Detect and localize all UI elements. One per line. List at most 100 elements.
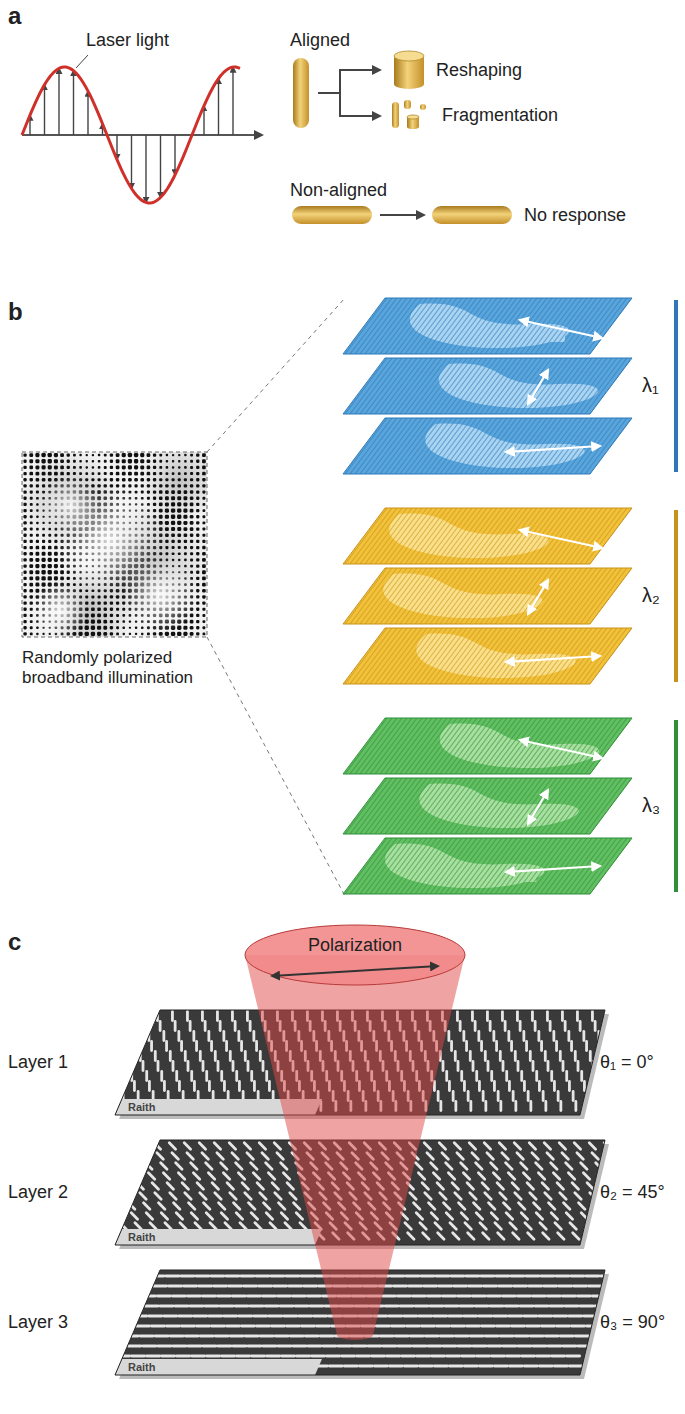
- image-dot: [110, 601, 113, 604]
- image-dot: [202, 472, 206, 476]
- image-dot: [42, 546, 46, 550]
- sem-nanorod: [231, 1012, 234, 1021]
- layer-stripe: [635, 718, 677, 774]
- sem-nanorod: [124, 1143, 130, 1149]
- image-dot: [190, 626, 194, 630]
- fork-arrow: [340, 70, 380, 93]
- image-dot: [147, 491, 150, 494]
- layer-stripe: [585, 358, 627, 414]
- layer-stripe: [600, 628, 642, 684]
- sem-nanorod: [115, 1072, 118, 1081]
- metasurface-layer: [300, 778, 677, 834]
- sem-nanorod: [561, 1012, 564, 1021]
- image-dot: [98, 478, 101, 481]
- sem-nanorod: [442, 1062, 445, 1071]
- sem-nanorod: [532, 1062, 535, 1071]
- sem-nanorod: [486, 1012, 489, 1021]
- image-dot: [134, 484, 137, 487]
- image-dot: [92, 454, 94, 456]
- layer-stripe: [610, 418, 652, 474]
- image-dot: [153, 484, 156, 487]
- image-dot: [23, 632, 26, 635]
- image-dot: [122, 459, 126, 463]
- layer-stripe: [600, 568, 642, 624]
- image-dot: [48, 576, 52, 580]
- sem-nanorod: [79, 1102, 82, 1111]
- image-dot: [140, 478, 144, 482]
- image-dot: [42, 472, 46, 476]
- sem-nanorod: [250, 1072, 253, 1081]
- sem-nanorod: [480, 1042, 483, 1051]
- image-dot: [29, 577, 33, 581]
- sem-nanorod: [157, 1062, 160, 1071]
- image-dot: [202, 608, 205, 611]
- image-dot: [159, 466, 162, 469]
- sem-nanorod: [542, 1092, 545, 1101]
- sem-nanorod: [240, 1042, 243, 1051]
- image-dot: [178, 454, 180, 456]
- sem-nanorod: [88, 1082, 91, 1091]
- image-dot: [48, 564, 52, 568]
- image-dot: [110, 472, 113, 475]
- sem-nanorod: [565, 1072, 568, 1081]
- image-dot: [129, 633, 131, 635]
- image-dot: [85, 595, 88, 598]
- metasurface-layer: [300, 298, 677, 354]
- image-dot: [165, 496, 169, 500]
- sem-nanorod: [445, 1072, 448, 1081]
- image-dot: [30, 601, 33, 604]
- image-dot: [196, 478, 199, 481]
- sem-nanorod: [234, 1022, 237, 1031]
- image-dot: [92, 466, 94, 468]
- sem-nanorod: [523, 1082, 526, 1091]
- wavelength-bar: [674, 510, 678, 682]
- image-dot: [202, 552, 206, 556]
- image-dot: [97, 601, 100, 604]
- image-dot: [196, 608, 199, 611]
- image-dot: [91, 619, 95, 623]
- image-dot: [196, 564, 199, 567]
- layer-border: [343, 718, 632, 774]
- layer-stripe: [610, 508, 652, 564]
- sem-nanorod: [437, 1092, 440, 1101]
- metasurface-layer: [300, 838, 677, 894]
- sem-nanorod: [178, 1082, 181, 1091]
- sem-nanorod: [109, 1102, 112, 1111]
- image-dot: [159, 503, 163, 507]
- image-dot: [123, 627, 125, 629]
- image-dot: [202, 521, 205, 524]
- layer-stripe: [305, 628, 347, 684]
- image-dot: [184, 454, 186, 456]
- image-dot: [30, 540, 33, 543]
- layer-stripe: [630, 418, 672, 474]
- layer-stripe: [625, 568, 667, 624]
- sem-nanorod: [527, 1092, 530, 1101]
- layer-stripe: [595, 628, 637, 684]
- image-dot: [202, 497, 205, 500]
- sem-nanorod: [497, 1092, 500, 1101]
- image-dot: [35, 459, 39, 463]
- image-dot: [67, 466, 70, 469]
- image-dot: [104, 454, 107, 457]
- nanorod: [293, 58, 309, 128]
- sem-nanorod: [190, 1072, 193, 1081]
- image-dot: [129, 627, 131, 629]
- image-dot: [184, 484, 187, 487]
- image-glow: [122, 557, 198, 633]
- sem-nanorod: [579, 1022, 582, 1031]
- image-dot: [184, 478, 187, 481]
- image-dot: [23, 515, 26, 518]
- sem-nanorod: [177, 1032, 180, 1041]
- image-dot: [23, 521, 26, 524]
- layer-stripe: [310, 508, 352, 564]
- image-dot: [183, 509, 187, 513]
- layer-stripe: [595, 298, 637, 354]
- sem-nanorod: [274, 1143, 280, 1149]
- image-dot: [196, 534, 199, 537]
- sem-nanorod: [544, 1102, 547, 1111]
- sem-nanorod: [546, 1012, 549, 1021]
- layer-stripe: [635, 508, 677, 564]
- image-dot: [36, 534, 39, 537]
- sem-nanorod: [529, 1052, 532, 1061]
- sem-nanorod: [553, 1082, 556, 1091]
